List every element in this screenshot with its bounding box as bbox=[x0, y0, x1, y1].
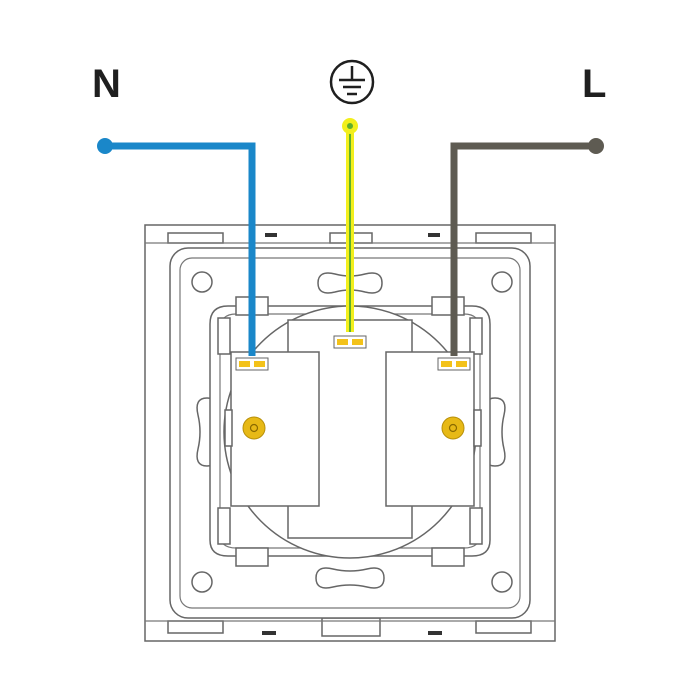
terminal-block-left-tab bbox=[224, 409, 233, 447]
bottom-clip-right bbox=[475, 620, 532, 634]
terminal-earth-contact-2 bbox=[352, 339, 363, 345]
live-wire bbox=[450, 142, 596, 356]
terminal-block-right-tab bbox=[473, 409, 482, 447]
mount-hole-bottom-left bbox=[191, 571, 213, 593]
terminal-earth-contact-1 bbox=[337, 339, 348, 345]
neutral-wire-endpoint bbox=[97, 138, 113, 154]
bottom-clip-left bbox=[167, 620, 224, 634]
terminal-left-contact-1 bbox=[239, 361, 250, 367]
bracket-side-top-right bbox=[469, 317, 483, 355]
bracket-side-bottom-right bbox=[469, 507, 483, 545]
screw-left-icon bbox=[242, 416, 266, 440]
bracket-bottom-right bbox=[431, 547, 465, 567]
neutral-label: N bbox=[92, 62, 121, 106]
mount-hole-top-right bbox=[491, 271, 513, 293]
bottom-slot-small-right bbox=[428, 631, 442, 635]
terminal-right-contact-1 bbox=[441, 361, 452, 367]
live-wire-endpoint bbox=[588, 138, 604, 154]
screw-right-icon bbox=[441, 416, 465, 440]
bracket-side-top-left bbox=[217, 317, 231, 355]
bottom-screw-slot bbox=[315, 567, 385, 589]
earth-wire-endpoint-stripe bbox=[347, 123, 353, 129]
terminal-left-contact-2 bbox=[254, 361, 265, 367]
terminal-screw-icon bbox=[242, 416, 465, 440]
top-slot-small-left bbox=[265, 233, 277, 237]
wires bbox=[97, 118, 604, 356]
top-slot-small-right bbox=[428, 233, 440, 237]
bracket-side-bottom-left bbox=[217, 507, 231, 545]
mount-hole-top-left bbox=[191, 271, 213, 293]
mount-hole-bottom-right bbox=[491, 571, 513, 593]
top-clip-left bbox=[167, 232, 224, 244]
live-label: L bbox=[582, 62, 607, 106]
screw-left-center bbox=[249, 423, 259, 433]
top-clip-right bbox=[475, 232, 532, 244]
terminal-right-contact-2 bbox=[456, 361, 467, 367]
terminals bbox=[235, 335, 471, 371]
earth-ground-icon bbox=[329, 59, 375, 105]
screw-right-center bbox=[448, 423, 458, 433]
bracket-top-right bbox=[431, 296, 465, 316]
neutral-wire bbox=[105, 142, 256, 356]
bracket-bottom-left bbox=[235, 547, 269, 567]
bottom-slot-small-left bbox=[262, 631, 276, 635]
